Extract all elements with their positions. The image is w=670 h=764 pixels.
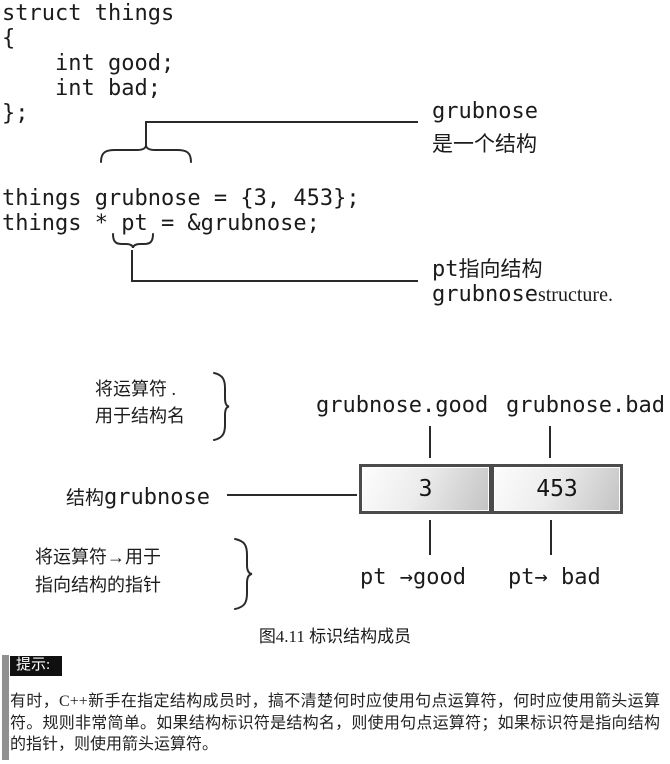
tip-label-box: 提示: [10,656,63,676]
callout-pt-line1: pt 指向结构 [432,253,543,283]
code-block-struct-definition: struct things { int good; int bad; }; [2,1,175,126]
callout-grubnose-desc: 是一个结构 [432,132,537,156]
label-struct-code: grubnose [104,485,210,510]
pt-good-pointer-line [429,520,431,555]
struct-label-connector-line [227,494,357,496]
struct-cell-bad: 453 [491,464,623,514]
label-arrow-operator-line1: 将运算符→用于 [35,547,161,567]
figure-caption: 图4.11 标识结构成员 [258,627,412,646]
underbrace-icon [112,233,154,249]
tip-sidebar-rule [2,655,9,760]
callout-grubnose-horizontal-line [145,121,418,123]
pt-arrow-bad-label: pt→ bad [508,565,601,590]
label-dot-operator-line1: 将运算符 . [95,379,176,399]
tip-paragraph: 有时，C++新手在指定结构成员时，搞不清楚何时应使用句点运算符，何时应使用箭头运… [10,693,660,753]
member-label-good: grubnose.good [316,393,489,418]
callout-grubnose-vertical-line [145,121,147,146]
label-struct-cn: 结构 [66,488,105,509]
callout-pt-vertical-line [131,250,133,282]
right-brace-arrow-icon [234,538,253,610]
label-dot-operator-line2: 用于结构名 [95,406,185,426]
member-good-pointer-line [429,426,431,458]
member-label-bad: grubnose.bad [506,393,665,418]
callout-pt-code: pt [432,257,459,282]
struct-cell-good-value: 3 [418,476,433,502]
label-arrow-operator-line2: 指向结构的指针 [35,575,161,595]
code-block-usage: things grubnose = {3, 453}; things * pt … [2,186,360,236]
label-struct-grubnose: 结构 grubnose [66,483,210,510]
pt-arrow-good-label: pt →good [360,565,466,590]
pt-bad-pointer-line [550,520,552,555]
callout-pt-cn: 指向结构 [458,257,543,281]
label-dot-operator: 将运算符 . 用于结构名 [95,376,185,430]
struct-cell-good: 3 [359,464,492,514]
member-bad-pointer-line [549,426,551,458]
callout-pt-grubnose: grubnose [432,282,538,307]
struct-cell-bad-value: 453 [536,476,578,502]
callout-pt-horizontal-line [131,280,418,282]
tip-label: 提示: [10,656,63,676]
callout-pt-structure: structure. [537,284,613,306]
label-arrow-operator: 将运算符→用于 指向结构的指针 [35,543,161,599]
right-brace-dot-icon [213,372,230,441]
callout-grubnose-name: grubnose [432,99,538,124]
callout-pt-line2: grubnose structure. [432,282,613,307]
overbrace-icon [100,144,192,163]
